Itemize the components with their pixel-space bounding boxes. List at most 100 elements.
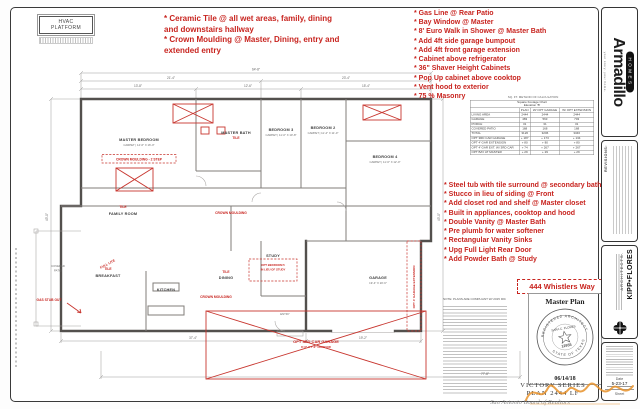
architect-firm-panel: KIPP•FLORES ARCHITECTS. (601, 245, 638, 339)
hvac-subnote-text (39, 37, 93, 44)
sqft-row: OPT 4' GAR EXT. W/ 3RD CAR+ 74+ 267+ 267 (470, 145, 595, 151)
sqft-value: + 29 (559, 149, 595, 156)
dim-top-c: 13'-8" (134, 84, 142, 88)
seal-box: Master Plan REGISTERED ARCHITECT STATE O… (528, 293, 602, 385)
sqft-row-label: OPT 3RD CAR GARAGE (470, 135, 520, 142)
sqft-method-note: SQ. FT. METHOD OF CALCULATION (507, 96, 559, 99)
red-label-opt-bed5-sub: IN LIEU OF STUDY (261, 268, 286, 272)
builder-tagline: your story. your home. (603, 51, 607, 93)
room-label-covered-patio: COVERED (51, 264, 65, 268)
note-line: * Add 4ft front garage extension (414, 46, 520, 54)
seal-date: 06/14/18 (554, 376, 576, 382)
spec-notes-left: * Ceramic Tile @ all wet areas, family, … (164, 14, 340, 56)
builder-logo-panel: your story. your home. Armadillo HOMES (601, 7, 638, 137)
interior-walls (61, 99, 431, 337)
note-line: * Steel tub with tile surround @ seconda… (444, 182, 602, 189)
title-block-strip: your story. your home. Armadillo HOMES R… (601, 7, 638, 401)
note-line: * Bay Window @ Master (414, 19, 494, 27)
note-line: * Add 4ft side garage bumpout (414, 37, 516, 45)
sqft-value: + 173 (530, 135, 560, 142)
note-line: * Stucco in lieu of siding @ Front (444, 191, 554, 199)
sqft-value: + 267 (559, 145, 595, 151)
sqft-row-label: OPT 4' GAR EXTENSION (470, 140, 520, 146)
sqft-value: 3206 (530, 131, 560, 137)
sqft-row-label: OPT BAY AT MASTER (470, 149, 520, 156)
red-label-tile-c: TILE (104, 267, 112, 271)
note-line: * Add Powder Bath @ Study (444, 255, 537, 263)
disclaimer-text (606, 346, 633, 376)
red-label-opt-bed5: OPT BEDROOM 5 (261, 263, 285, 267)
red-label-tile-a: TILE (232, 136, 240, 140)
room-label-kitchen: KITCHEN (157, 288, 175, 292)
general-notes-text (443, 306, 507, 394)
dim-overall-top: 64'-8" (252, 68, 260, 72)
room-label-master-bath: MASTER BATH (221, 131, 251, 135)
note-line: * Upg Full Light Rear Door (444, 246, 532, 254)
room-sub-master-bedroom: CARPET | 14'-6" X 16'-0" (123, 143, 154, 147)
plan-red-annotations: CROWN MOULDING - 2 STEP CROWN MOULDING C… (37, 103, 427, 380)
room-labels: MASTER BEDROOM CARPET | 14'-6" X 16'-0" … (51, 126, 400, 316)
room-label-entry: ENTRY (280, 312, 290, 316)
room-label-dining: DINING (219, 276, 234, 280)
sqft-row-label: TOTAL (470, 131, 520, 137)
sqft-value: 3346 (559, 131, 595, 137)
seal-name: SARA C. FLORES (551, 324, 576, 332)
sqft-value: + 29 (530, 149, 560, 156)
dim-top-b: 23'-4" (342, 76, 350, 80)
architect-seal: REGISTERED ARCHITECT STATE OF TEXAS SARA… (536, 308, 594, 366)
sqft-value: + 134 (559, 135, 595, 142)
room-sub-garage: 19'-4" X 20'-6" (369, 281, 387, 285)
sqft-row-label: OPT 4' GAR EXT. W/ 3RD CAR (470, 145, 520, 151)
hvac-platform-callout: HVAC PLATFORM (36, 13, 96, 50)
dim-right: 43'-0" (437, 213, 441, 221)
spec-notes-right: * Gas Line @ Rear Patio* Bay Window @ Ma… (414, 9, 606, 101)
date-value: 5-23-17 (607, 381, 632, 387)
room-label-bedroom2: BEDROOM 2 (311, 126, 336, 130)
drawing-sheet: 64'-8" 21'-4" 23'-4" 13'-8" 12'-6" 15'-4… (10, 7, 607, 402)
compliance-note: NOTE: PLANS ARE COMPLIANT W/ 2015 IRC (443, 298, 506, 301)
note-line: * Double Vanity @ Master Bath (444, 218, 546, 226)
sqft-value: 168 (530, 126, 560, 132)
dim-bottom-a: 37'-4" (189, 336, 197, 340)
seal-star-icon (557, 330, 572, 344)
builder-logo: Armadillo (610, 37, 627, 107)
firm-name: KIPP•FLORES (627, 249, 634, 300)
exterior-walls (33, 97, 433, 333)
dimension-lines: 64'-8" 21'-4" 23'-4" 13'-8" 12'-6" 15'-4… (45, 68, 523, 380)
red-label-tile-d: TILE (222, 270, 230, 274)
note-line: * Pop Up cabinet above cooktop (414, 74, 521, 82)
sqft-value: + 267 (530, 145, 560, 151)
note-line: * Rectangular Vanity Sinks (444, 237, 533, 245)
spec-notes-middle: * Steel tub with tile surround @ seconda… (444, 181, 608, 264)
revisions-entries-text (612, 146, 632, 234)
room-label-breakfast: BREAKFAST (95, 274, 120, 278)
dim-overall-bottom: 77'-8" (481, 372, 489, 376)
sqft-row: OPT 3RD CAR GARAGE+ 187+ 173+ 134 (470, 135, 595, 142)
dim-top-a: 21'-4" (167, 76, 175, 80)
square-footage-chart: SQ. FT. METHOD OF CALCULATION Square Foo… (470, 96, 600, 214)
margin-fileinfo-text (15, 248, 17, 368)
series-line2: PLAN 2444 LF (526, 390, 580, 398)
room-sub-bedroom2: CARPET | 11'-4" X 11'-0" (308, 131, 339, 135)
builder-logo-homes-badge: HOMES (626, 51, 634, 93)
hvac-line1: HVAC (58, 19, 74, 25)
red-label-tile-b: TILE (119, 205, 127, 209)
room-label-garage: GARAGE (369, 276, 387, 280)
room-label-bedroom4: BEDROOM 4 (373, 155, 398, 159)
red-label-full-lite: FULL LITE (99, 258, 116, 270)
red-label-opt-3car: OPT 3RD CAR GARAGE (293, 339, 339, 344)
date-label: Date (615, 377, 624, 381)
note-line: * Pre plumb for water softener (444, 228, 544, 236)
seal-number: 12955 (561, 343, 572, 349)
dim-top-e: 15'-4" (362, 84, 370, 88)
note-line: * 8' Euro Walk in Shower @ Master Bath (414, 28, 547, 36)
dim-left: 43'-0" (45, 213, 49, 221)
signature-watermark (525, 382, 634, 405)
room-label-study: STUDY (266, 254, 280, 258)
note-line: * Vent hood to exterior (414, 83, 489, 91)
address-callout: 444 Whistlers Way (517, 279, 607, 294)
sqft-row: OPT BAY AT MASTER+ 29+ 29+ 29 (470, 149, 595, 156)
room-sub-bedroom3: CARPET | 11'-0" X 10'-8" (265, 133, 296, 137)
